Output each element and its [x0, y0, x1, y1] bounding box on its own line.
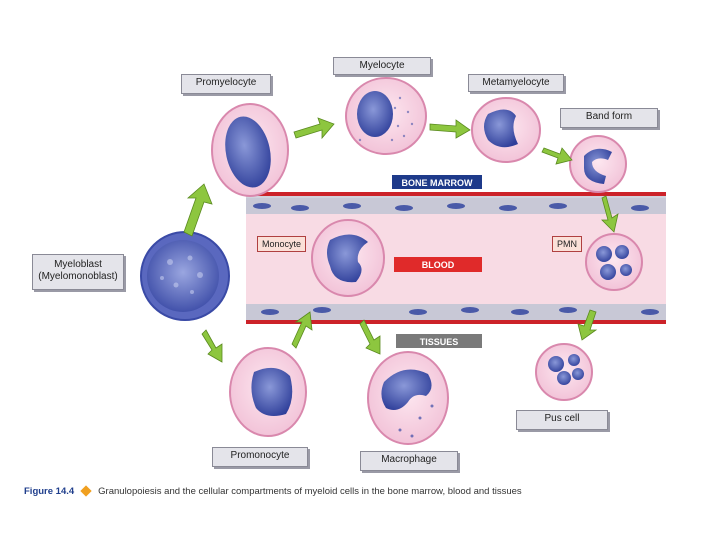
arrow-pmn-to-pus-cell — [577, 309, 598, 341]
caption-text: Granulopoiesis and the cellular compartm… — [98, 486, 522, 497]
blood-tag: BLOOD — [422, 260, 455, 270]
pmn-cell — [585, 233, 643, 291]
pus-cell — [535, 343, 593, 401]
arrow-band-to-pmn — [601, 195, 619, 233]
monocyte-label: Monocyte — [257, 236, 307, 252]
macrophage-cell — [367, 351, 449, 445]
bone-marrow-tag-bg — [392, 175, 482, 189]
bone-marrow-tag: BONE MARROW — [402, 178, 473, 188]
myeloblast-cell — [140, 231, 230, 321]
monocyte-cell — [311, 219, 385, 297]
promonocyte-label: Promonocyte — [212, 447, 308, 467]
promyelocyte-cell — [211, 103, 289, 197]
endothelial-cells-top — [253, 203, 649, 211]
tissues-tag-bg — [396, 334, 482, 348]
macrophage-label: Macrophage — [360, 451, 458, 471]
band-form-label: Band form — [560, 108, 658, 128]
metamyelocyte-label: Metamyelocyte — [468, 74, 564, 92]
vessel-bottom-wall — [246, 304, 666, 320]
endothelial-cells-bottom — [261, 307, 659, 315]
promonocyte-cell — [229, 347, 307, 437]
arrow-myeloblast-to-promyelocyte — [183, 183, 213, 237]
figure-number: Figure 14.4 — [24, 486, 75, 497]
diamond-icon — [80, 485, 92, 498]
myelocyte-cell — [345, 77, 427, 155]
myeloblast-label-line2: (Myelomonoblast) — [38, 271, 118, 282]
arrow-metamyelocyte-to-band — [541, 147, 573, 165]
vessel-bottom-edge — [246, 320, 666, 324]
pmn-label: PMN — [552, 236, 582, 252]
band-form-cell — [569, 135, 627, 193]
myeloblast-label-line1: Myeloblast — [54, 259, 102, 270]
arrow-myeloblast-to-promonocyte — [201, 329, 223, 363]
pus-cell-label: Pus cell — [516, 410, 608, 430]
myeloblast-label: Myeloblast (Myelomonoblast) — [32, 254, 124, 290]
blood-tag-bg — [394, 257, 482, 272]
myelocyte-label: Myelocyte — [333, 57, 431, 75]
figure-caption: Figure 14.4 Granulopoiesis and the cellul… — [24, 485, 522, 498]
flow-arrows — [183, 117, 619, 363]
vessel-top-edge — [246, 192, 666, 196]
metamyelocyte-cell — [471, 97, 541, 163]
promyelocyte-label: Promyelocyte — [181, 74, 271, 94]
arrow-myelocyte-to-metamyelocyte — [429, 119, 471, 139]
arrow-promyelocyte-to-myelocyte — [293, 117, 335, 140]
arrow-promonocyte-to-monocyte — [291, 311, 313, 349]
tissues-tag: TISSUES — [420, 337, 459, 347]
arrow-monocyte-to-macrophage — [359, 319, 381, 355]
